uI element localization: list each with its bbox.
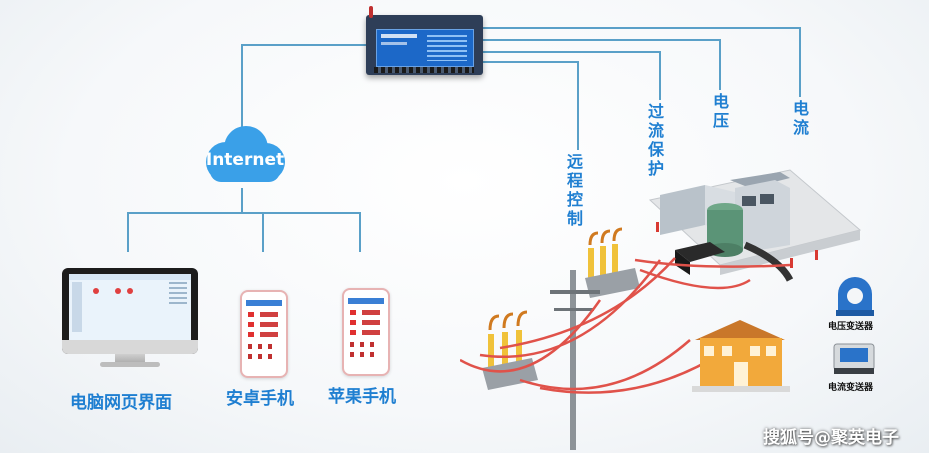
voltage-label: 电压 (712, 92, 729, 130)
controller-device (366, 6, 483, 75)
current-transmitter-icon (833, 343, 875, 374)
current-line (483, 27, 801, 97)
voltage-transmitter-label: 电压变送器 (828, 322, 874, 332)
remote-control-label: 远程控制 (566, 152, 583, 228)
overcurrent-line (480, 51, 661, 100)
device-to-cloud-line (241, 44, 366, 130)
watermark: 搜狐号@聚英电子 (763, 428, 899, 448)
antenna-icon (369, 6, 373, 18)
iphone-label: 苹果手机 (328, 387, 396, 407)
current-transmitter-label: 电流变送器 (828, 383, 874, 393)
current-label: 电流 (792, 99, 809, 137)
android-phone-icon (240, 290, 288, 378)
pc-monitor-icon (62, 268, 198, 354)
device-panel (376, 29, 474, 67)
power-grid-illustration (460, 169, 862, 450)
monitor-stand (115, 354, 145, 364)
internet-cloud-icon (206, 126, 285, 182)
overcurrent-protection-label: 过流保护 (647, 102, 664, 178)
monitor-base (100, 362, 160, 367)
voltage-transmitter-icon (836, 277, 874, 316)
cloud-to-terminals-line (127, 212, 361, 252)
voltage-line (483, 39, 721, 90)
remote-control-line (470, 61, 579, 150)
internet-label: Internet (205, 150, 285, 170)
pc-web-label: 电脑网页界面 (70, 393, 172, 413)
iphone-icon (342, 288, 390, 376)
android-label: 安卓手机 (226, 389, 294, 409)
